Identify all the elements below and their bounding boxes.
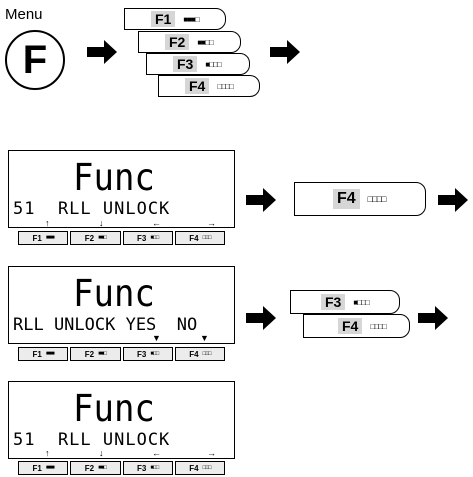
key-f3[interactable]: F3■□□: [122, 347, 173, 361]
menu-label: Menu: [5, 6, 43, 23]
key-f4[interactable]: F4□□□: [174, 231, 225, 245]
right-arrow-icon: [246, 188, 276, 212]
lcd-display-1: Func 51 RLL UNLOCK ↑ ↓ ← →: [8, 150, 235, 228]
tab-f1: F1 ■■■□: [124, 8, 226, 30]
tab-f2-indicator: ■■□□: [197, 37, 213, 47]
tab-f2-label: F2: [165, 34, 190, 50]
right-arrow-icon: [246, 306, 276, 330]
function-key-row: F1■■■ F2■■□ F3■□□ F4□□□: [18, 347, 225, 361]
key-f2[interactable]: F2■■□: [70, 347, 121, 361]
key-f1[interactable]: F1■■■: [18, 347, 69, 361]
lcd-text: 51 RLL UNLOCK: [13, 430, 171, 450]
lcd-display-3: Func 51 RLL UNLOCK ↑ ↓ ← →: [8, 381, 235, 459]
down-arrow-icon: ↓: [99, 218, 104, 228]
tab-f3-indicator: ■□□□: [353, 297, 369, 307]
key-f1[interactable]: F1■■■: [18, 231, 69, 245]
lcd-display-2: Func RLL UNLOCK YES NO ▼ ▼: [8, 266, 235, 344]
right-arrow-icon: [418, 306, 448, 330]
right-arrow-icon: [438, 188, 468, 212]
key-f2[interactable]: F2■■□: [70, 231, 121, 245]
key-f3[interactable]: F3■□□: [122, 461, 173, 475]
key-f4[interactable]: F4□□□: [174, 347, 225, 361]
function-key-row: F1■■■ F2■■□ F3■□□ F4□□□: [18, 231, 225, 245]
yes-marker-icon: ▼: [152, 333, 161, 343]
up-arrow-icon: ↑: [45, 448, 50, 458]
tab-f4: F4 □□□□: [158, 75, 260, 97]
left-arrow-icon: ←: [152, 218, 161, 228]
left-arrow-icon: ←: [152, 448, 161, 458]
tab-f4-single: F4 □□□□: [294, 182, 426, 216]
tab-f3: F3 ■□□□: [146, 53, 250, 75]
lcd-text: RLL UNLOCK YES NO: [13, 315, 198, 335]
tab-f3: F3 ■□□□: [290, 290, 400, 314]
function-key-row: F1■■■ F2■■□ F3■□□ F4□□□: [18, 461, 225, 475]
tab-f4-label: F4: [338, 318, 363, 334]
lcd-title: Func: [73, 156, 155, 200]
down-arrow-icon: ↓: [99, 448, 104, 458]
right-arrow-icon: [87, 40, 117, 64]
tab-f4-label: F4: [185, 78, 210, 94]
key-f2[interactable]: F2■■□: [70, 461, 121, 475]
tab-f3-label: F3: [321, 294, 346, 310]
tab-f4-indicator: □□□□: [217, 81, 233, 91]
lcd-title: Func: [73, 272, 155, 316]
tab-f3-indicator: ■□□□: [205, 59, 221, 69]
no-marker-icon: ▼: [200, 333, 209, 343]
lcd-title: Func: [73, 387, 155, 431]
tab-f4-indicator: □□□□: [370, 321, 386, 331]
right-arrow-mark-icon: →: [207, 218, 216, 228]
lcd-text: 51 RLL UNLOCK: [13, 199, 171, 219]
key-f3[interactable]: F3■□□: [122, 231, 173, 245]
tab-f1-label: F1: [151, 11, 176, 27]
tab-f4: F4 □□□□: [303, 314, 410, 338]
tab-f2: F2 ■■□□: [138, 31, 241, 53]
tab-f4-indicator: □□□□: [367, 194, 387, 204]
key-f1[interactable]: F1■■■: [18, 461, 69, 475]
up-arrow-icon: ↑: [45, 218, 50, 228]
right-arrow-icon: [270, 40, 300, 64]
menu-f-button[interactable]: F: [5, 30, 65, 90]
tab-f3-label: F3: [173, 56, 198, 72]
key-f4[interactable]: F4□□□: [174, 461, 225, 475]
tab-f4-label: F4: [333, 189, 360, 209]
right-arrow-mark-icon: →: [207, 448, 216, 458]
tab-f1-indicator: ■■■□: [183, 14, 199, 24]
